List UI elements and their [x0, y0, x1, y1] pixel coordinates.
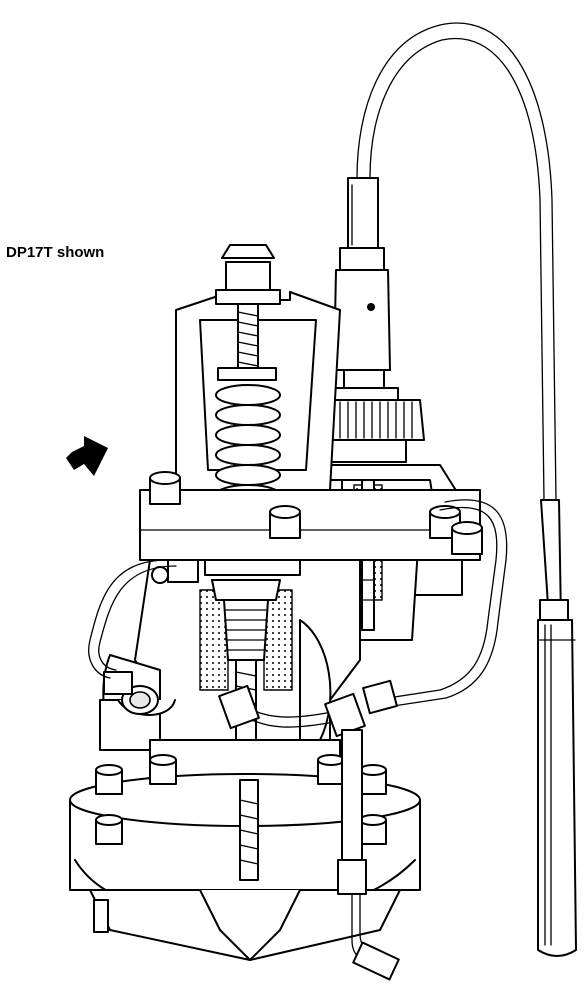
- sensor-connector: [329, 177, 399, 401]
- bypass-tube: [337, 729, 400, 981]
- base-bolt: [95, 814, 123, 845]
- valve-body: [99, 559, 361, 771]
- capillary-tube: [356, 22, 557, 501]
- flange-bolt: [269, 505, 301, 539]
- adjustment-wheel: [305, 399, 425, 463]
- pressure-pilot-bonnet: [175, 244, 341, 518]
- model-caption: DP17T shown: [6, 244, 105, 261]
- flange-bolt: [149, 471, 181, 505]
- flange-bolt: [451, 521, 483, 555]
- lower-body: [69, 739, 421, 961]
- flow-arrow-icon: [66, 436, 108, 476]
- base-bolt: [149, 754, 177, 785]
- sensor-bulb: [537, 499, 577, 957]
- base-bolt: [95, 764, 123, 795]
- flange-bolt: [429, 505, 461, 539]
- base-bolt: [317, 754, 345, 785]
- tee-fitting: [218, 679, 398, 738]
- base-foot: [93, 899, 109, 933]
- base-bolt: [359, 764, 387, 795]
- upper-flange: [139, 471, 483, 561]
- base-bolt: [359, 814, 387, 845]
- sensing-pipe: [88, 499, 508, 728]
